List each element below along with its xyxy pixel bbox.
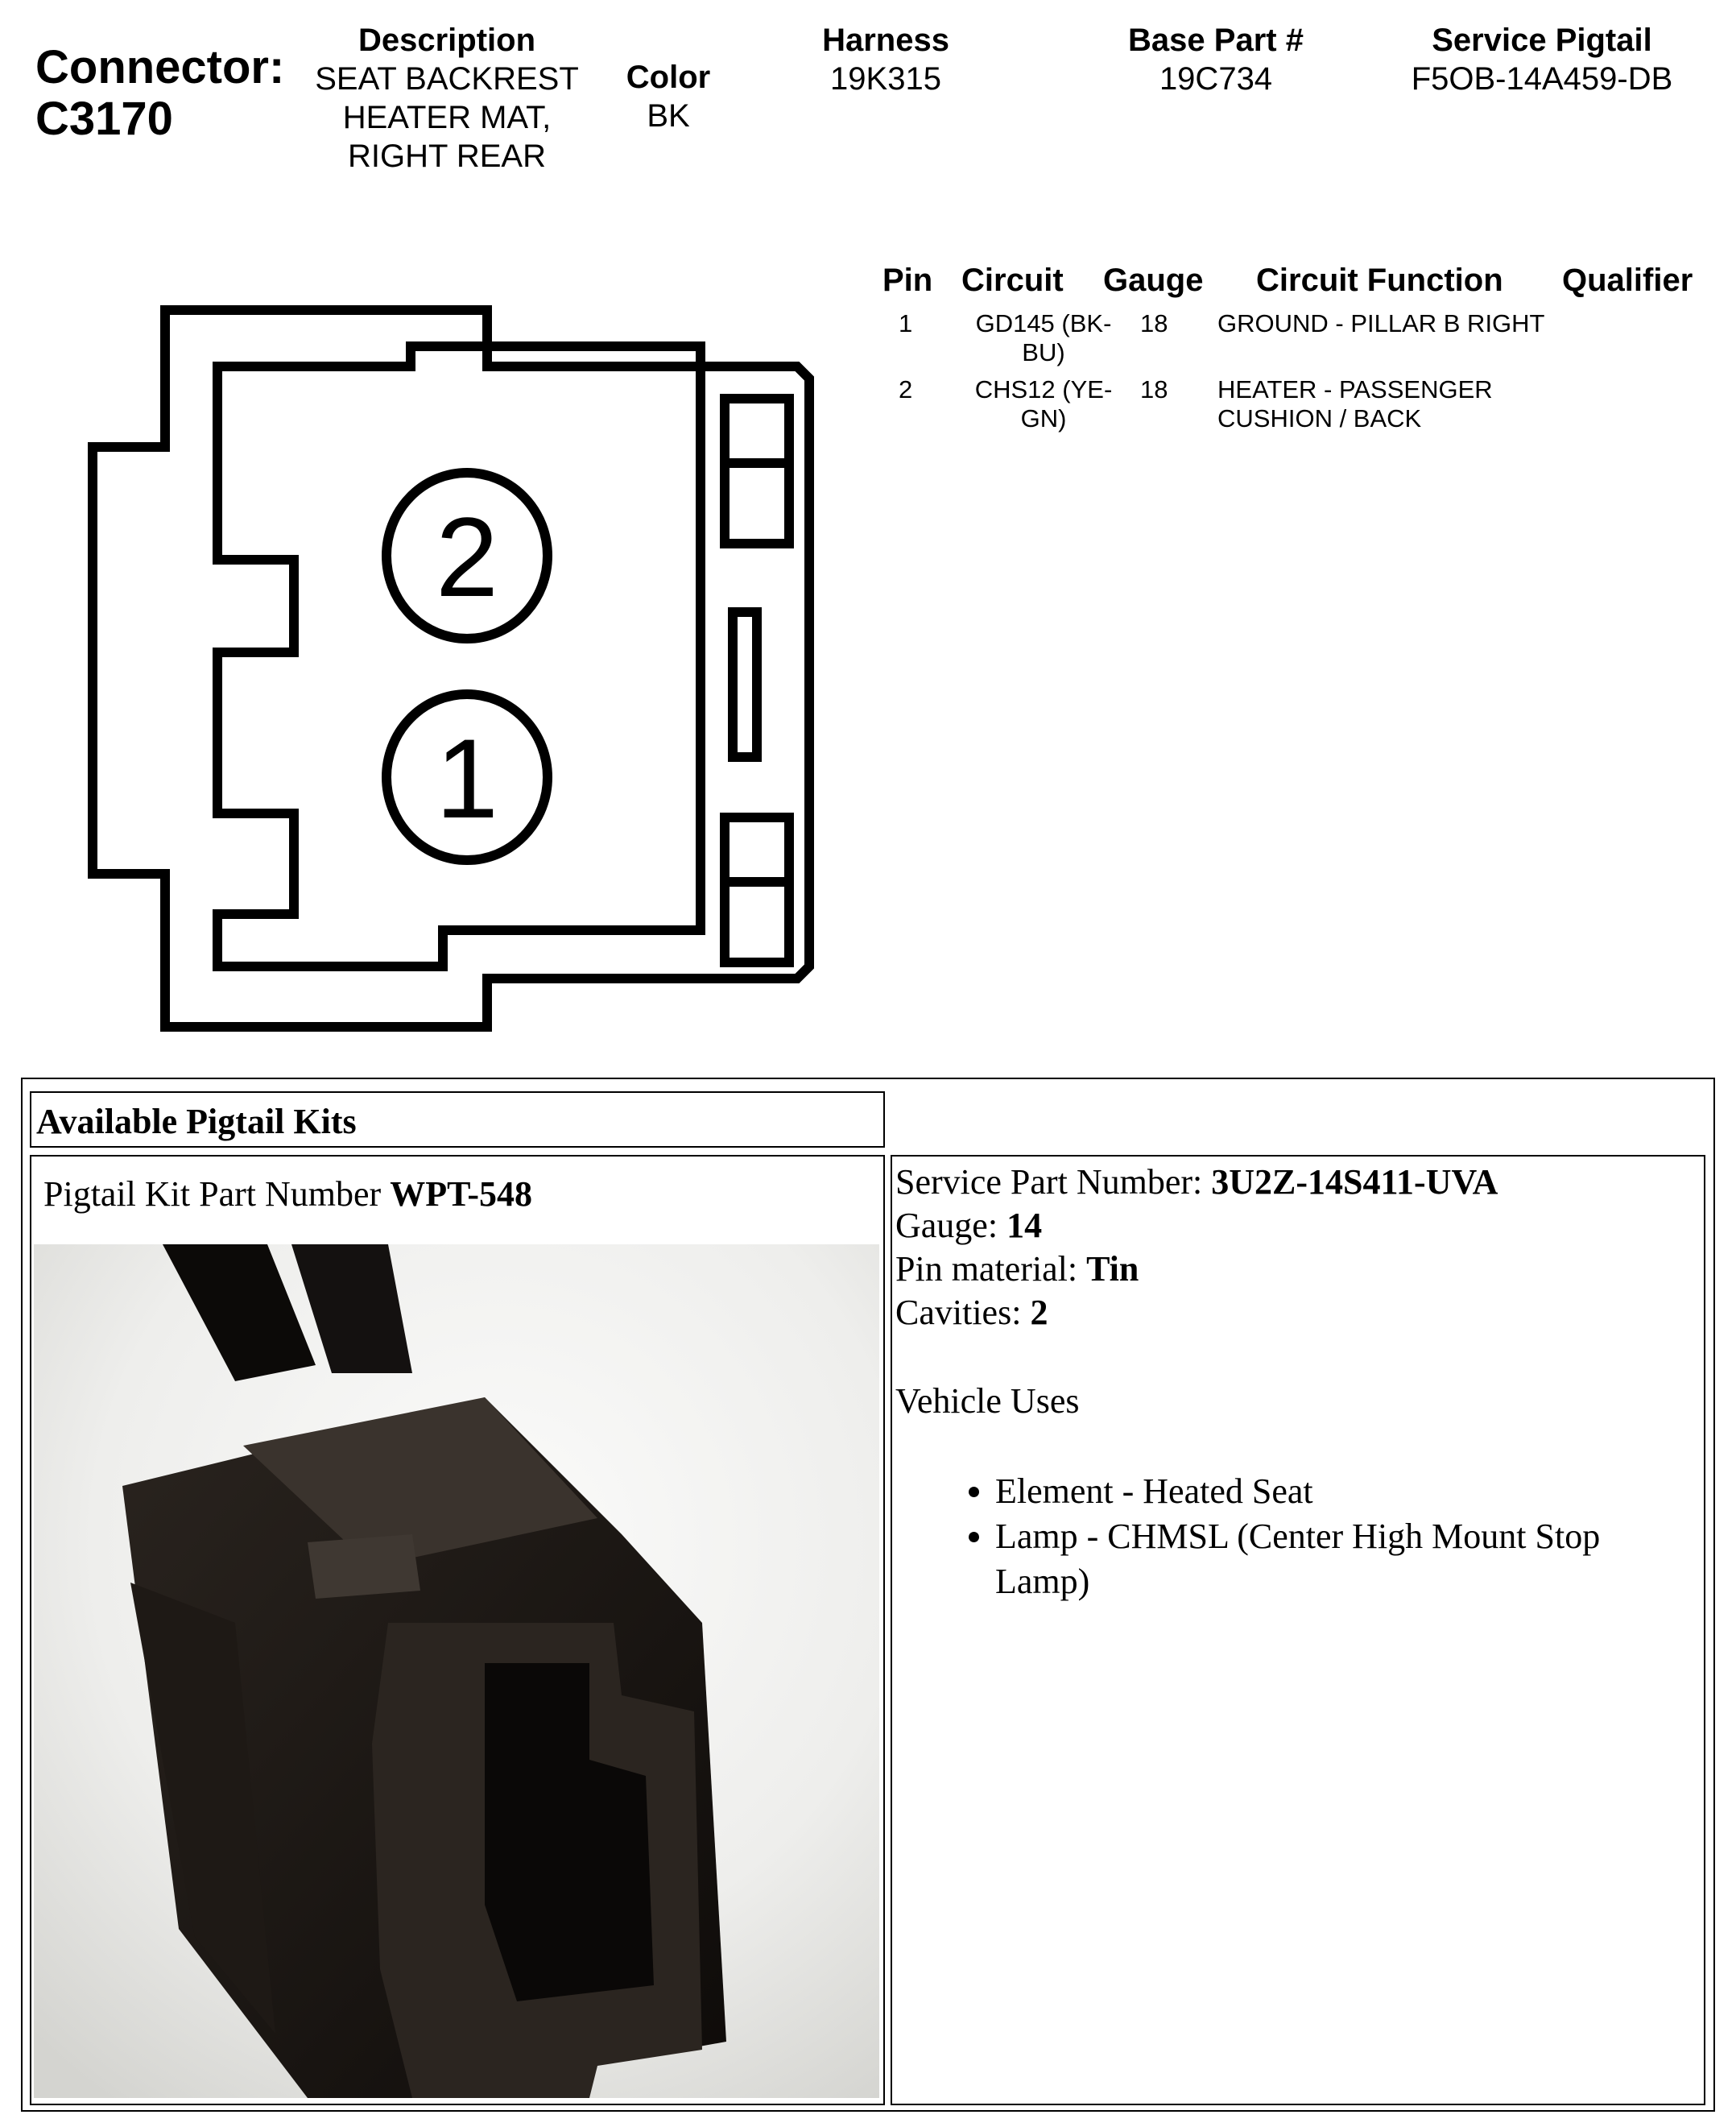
pin-number: 1 — [899, 309, 913, 337]
gauge-cell: 18 — [1140, 309, 1168, 337]
kit-part-number-label: Pigtail Kit Part Number — [43, 1174, 391, 1214]
description-header: Description — [358, 23, 536, 58]
kit-photo-cell — [30, 1155, 885, 2105]
base-part-column: Base Part # 19C734 — [1111, 21, 1321, 98]
cavities-label: Cavities: — [895, 1293, 1031, 1332]
cavities: Cavities: 2 — [895, 1290, 1048, 1335]
pin-number: 2 — [899, 375, 913, 403]
kit-gauge-label: Gauge: — [895, 1206, 1007, 1245]
kit-gauge: Gauge: 14 — [895, 1203, 1042, 1248]
wire — [291, 1244, 412, 1373]
kits-heading: Available Pigtail Kits — [36, 1102, 357, 1141]
cavities-value: 2 — [1030, 1293, 1048, 1332]
connector-photo — [34, 1244, 879, 2098]
connector-side-face — [130, 1583, 275, 2034]
base-part-value: 19C734 — [1159, 61, 1273, 97]
function-cell: HEATER - PASSENGER CUSHION / BACK — [1217, 375, 1493, 433]
latch-tab — [720, 877, 794, 967]
connector-top-face — [308, 1534, 420, 1599]
cavity-outline — [213, 341, 705, 971]
circuit-line: GD145 (BK- — [975, 309, 1112, 337]
kits-heading-cell: Available Pigtail Kits — [30, 1091, 885, 1148]
kit-gauge-value: 14 — [1006, 1206, 1043, 1245]
kits-heading-empty-cell — [884, 1091, 1705, 1148]
housing-outline — [88, 305, 814, 1032]
list-item: Element - Heated Seat — [995, 1469, 1701, 1514]
pin-material: Pin material: Tin — [895, 1247, 1139, 1292]
service-part-number-value: 3U2Z-14S411-UVA — [1211, 1162, 1498, 1202]
description-line: RIGHT REAR — [348, 139, 546, 174]
cavity-1-circle — [382, 689, 552, 865]
pin-material-label: Pin material: — [895, 1249, 1087, 1289]
connector-label: Connector: — [35, 41, 285, 93]
kit-part-number-value: WPT-548 — [390, 1174, 533, 1214]
cavity-2-circle — [382, 468, 552, 643]
circuit-cell: GD145 (BK- BU) — [947, 309, 1140, 367]
circuit-line: BU) — [1022, 338, 1065, 366]
color-header: Color — [626, 60, 711, 95]
circuit-cell: CHS12 (YE- GN) — [947, 375, 1140, 433]
latch-tab — [728, 607, 762, 762]
qualifier-header: Qualifier — [1562, 263, 1693, 298]
description-line: HEATER MAT, — [342, 100, 552, 135]
color-column: Color BK — [596, 58, 741, 135]
list-item: Lamp - CHMSL (Center High Mount Stop Lam… — [995, 1514, 1701, 1604]
service-pigtail-column: Service Pigtail F5OB-14A459-DB — [1385, 21, 1699, 98]
pigtail-kits-table — [21, 1078, 1715, 2112]
connector-top-face — [243, 1397, 597, 1566]
kit-info-cell — [891, 1155, 1705, 2105]
function-cell: GROUND - PILLAR B RIGHT — [1217, 309, 1545, 338]
description-line: SEAT BACKREST — [315, 61, 579, 97]
service-part-number: Service Part Number: 3U2Z-14S411-UVA — [895, 1160, 1498, 1205]
harness-value: 19K315 — [830, 61, 941, 97]
function-line: GROUND - PILLAR B RIGHT — [1217, 309, 1545, 337]
service-pigtail-header: Service Pigtail — [1432, 23, 1652, 58]
circuit-function-header: Circuit Function — [1256, 263, 1503, 298]
gauge-cell: 18 — [1140, 375, 1168, 403]
harness-column: Harness 19K315 — [797, 21, 974, 98]
connector-face-diagram: 2 1 — [88, 305, 814, 1032]
connector-title: Connector: C3170 — [35, 42, 284, 145]
cavity-1-label: 1 — [436, 715, 498, 842]
connector-opening — [485, 1663, 654, 2001]
circuit-line: GN) — [1020, 404, 1067, 432]
service-part-number-label: Service Part Number: — [895, 1162, 1212, 1202]
description-column: Description SEAT BACKREST HEATER MAT, RI… — [298, 21, 596, 176]
wire — [163, 1244, 316, 1381]
function-line: HEATER - PASSENGER — [1217, 375, 1493, 403]
pin-header: Pin — [882, 263, 933, 298]
service-pigtail-value: F5OB-14A459-DB — [1411, 61, 1673, 97]
latch-tab — [720, 813, 794, 887]
vehicle-uses-list: Element - Heated Seat Lamp - CHMSL (Cent… — [895, 1469, 1701, 1604]
function-line: CUSHION / BACK — [1217, 404, 1422, 432]
harness-header: Harness — [822, 23, 949, 58]
latch-tab — [720, 394, 794, 468]
latch-tab — [720, 458, 794, 548]
pin-material-value: Tin — [1086, 1249, 1139, 1289]
gauge-header: Gauge — [1103, 263, 1204, 298]
connector-id: C3170 — [35, 93, 173, 145]
base-part-header: Base Part # — [1128, 23, 1304, 58]
vehicle-uses-heading: Vehicle Uses — [895, 1381, 1080, 1421]
circuit-header: Circuit — [961, 263, 1064, 298]
kit-part-number: Pigtail Kit Part Number WPT-548 — [43, 1173, 532, 1215]
cavity-2-label: 2 — [436, 494, 498, 620]
circuit-line: CHS12 (YE- — [974, 375, 1113, 403]
color-value: BK — [647, 98, 690, 134]
